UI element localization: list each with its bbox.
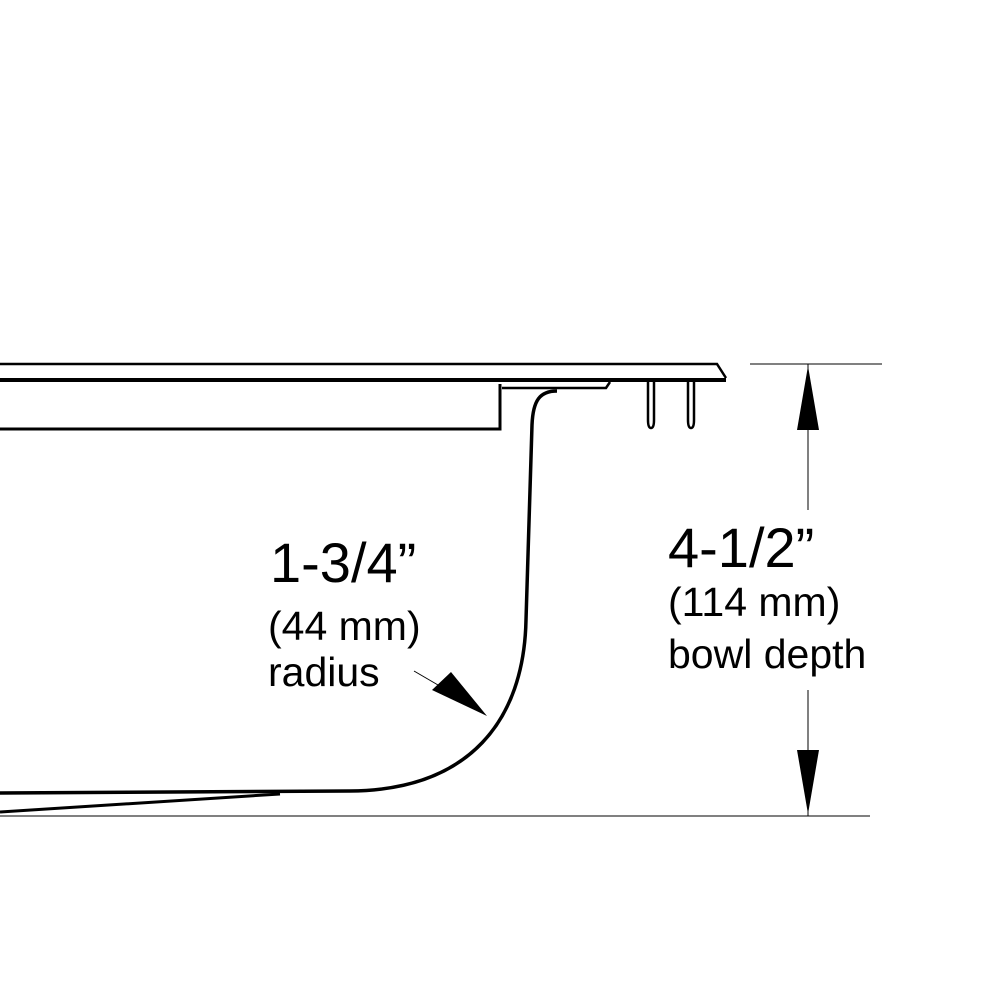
bowl-bottom-slope (0, 792, 281, 814)
mounting-clip (646, 382, 696, 430)
depth-dimension (750, 363, 882, 816)
radius-value: 1-3/4” (270, 531, 417, 594)
radius-metric: (44 mm) (268, 603, 421, 649)
sink-rim-flange (0, 362, 728, 382)
depth-value: 4-1/2” (668, 516, 815, 579)
depth-label: bowl depth (668, 631, 867, 677)
arrow-down-icon (797, 750, 819, 814)
bowl-lip (502, 381, 612, 390)
leader-arrow-icon (432, 672, 487, 716)
cabinet-rail (0, 384, 502, 431)
radius-label: radius (268, 649, 380, 695)
arrow-up-icon (797, 366, 819, 430)
bowl-wall (0, 389, 558, 795)
depth-metric: (114 mm) (668, 579, 841, 625)
radius-leader (413, 670, 487, 716)
